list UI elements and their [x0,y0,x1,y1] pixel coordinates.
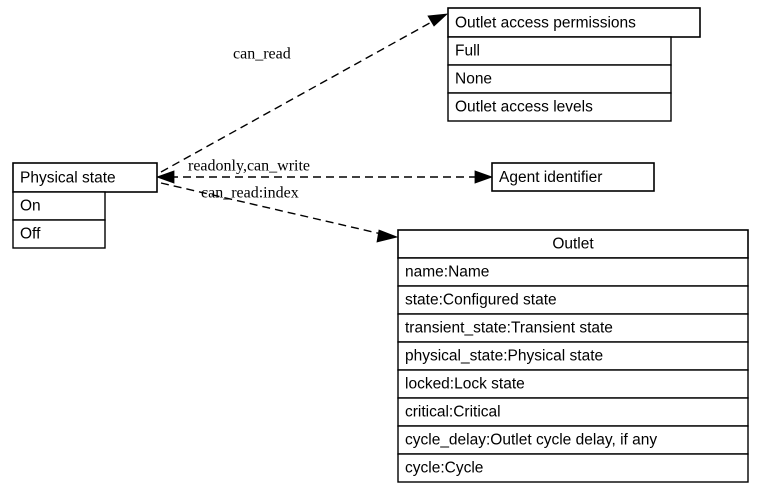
node-agent-identifier-title: Agent identifier [499,169,602,186]
node-outlet-access-permissions[interactable]: Outlet access permissions Full None Outl… [447,7,701,122]
edge-readonly-can-write-arrowhead-right [474,170,494,184]
node-outlet-row-2-label: transient_state:Transient state [405,320,613,337]
edge-can-read-index: can_read:index [160,182,399,243]
node-outlet-header-box [397,229,749,259]
node-physical-state-header-box [12,162,158,193]
node-outlet-access-permissions-header-box [447,7,701,38]
node-outlet-access-permissions-title: Outlet access permissions [455,15,636,32]
node-outlet-row-3-label: physical_state:Physical state [405,348,603,365]
node-outlet-access-permissions-row-2-box [447,92,672,122]
node-physical-state-row-0-label: On [20,198,41,215]
node-agent-identifier[interactable]: Agent identifier [491,162,655,192]
node-agent-identifier-header-box [491,162,655,192]
edge-can-read-label: can_read [233,46,291,63]
node-outlet-row-2-box [397,313,749,343]
node-outlet-row-7-box [397,453,749,483]
node-outlet-row-3-box [397,341,749,371]
node-outlet-row-5-label: critical:Critical [405,404,501,421]
node-outlet-row-5-box [397,397,749,427]
node-outlet-row-7-label: cycle:Cycle [405,460,483,477]
node-outlet-row-6-label: cycle_delay:Outlet cycle delay, if any [405,432,657,449]
node-outlet-access-permissions-row-0-label: Full [455,43,480,60]
edge-can-read-index-arrowhead [376,229,399,243]
node-outlet-row-1-label: state:Configured state [405,292,557,309]
edge-can-read: can_read [160,13,449,173]
node-outlet-title: Outlet [552,236,594,253]
node-outlet-access-permissions-row-0-box [447,36,672,66]
node-physical-state-title: Physical state [20,170,116,187]
node-physical-state-row-1-label: Off [20,226,41,243]
node-outlet-row-0-label: name:Name [405,264,489,281]
node-outlet-row-4-label: locked:Lock state [405,376,525,393]
edge-readonly-can-write: readonly,can_write [155,158,494,184]
edge-readonly-can-write-label: readonly,can_write [188,158,310,175]
node-physical-state-row-1-box [12,219,106,249]
node-physical-state-row-0-box [12,191,106,221]
edge-can-read-index-label: can_read:index [201,185,299,202]
node-outlet-row-1-box [397,285,749,315]
node-physical-state[interactable]: Physical state On Off [12,162,158,249]
edge-can-read-arrowhead [427,13,449,27]
node-outlet-access-permissions-row-1-label: None [455,71,492,88]
node-outlet[interactable]: Outlet name:Name state:Configured state … [397,229,749,483]
edge-readonly-can-write-arrowhead-left [155,170,175,184]
edge-can-read-line [160,18,438,173]
node-outlet-access-permissions-row-2-label: Outlet access levels [455,99,593,116]
